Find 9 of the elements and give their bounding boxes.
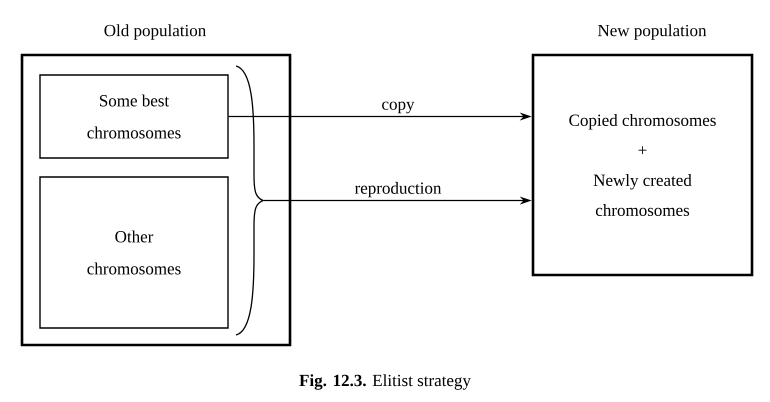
caption: Fig. 12.3. Elitist strategy — [299, 374, 471, 390]
brace-tip — [253, 176, 264, 226]
box-heading: New population — [598, 24, 706, 40]
box-heading: Old population — [104, 24, 206, 40]
population-box: Copied chromosomes + Newly created chromosomes — [532, 54, 754, 276]
chromosome-box: Other chromosomes — [39, 176, 229, 329]
edge-label: copy — [380, 100, 416, 114]
edge-label: reproduction — [354, 180, 442, 198]
chromosome-box: Some best chromosomes — [39, 74, 229, 159]
